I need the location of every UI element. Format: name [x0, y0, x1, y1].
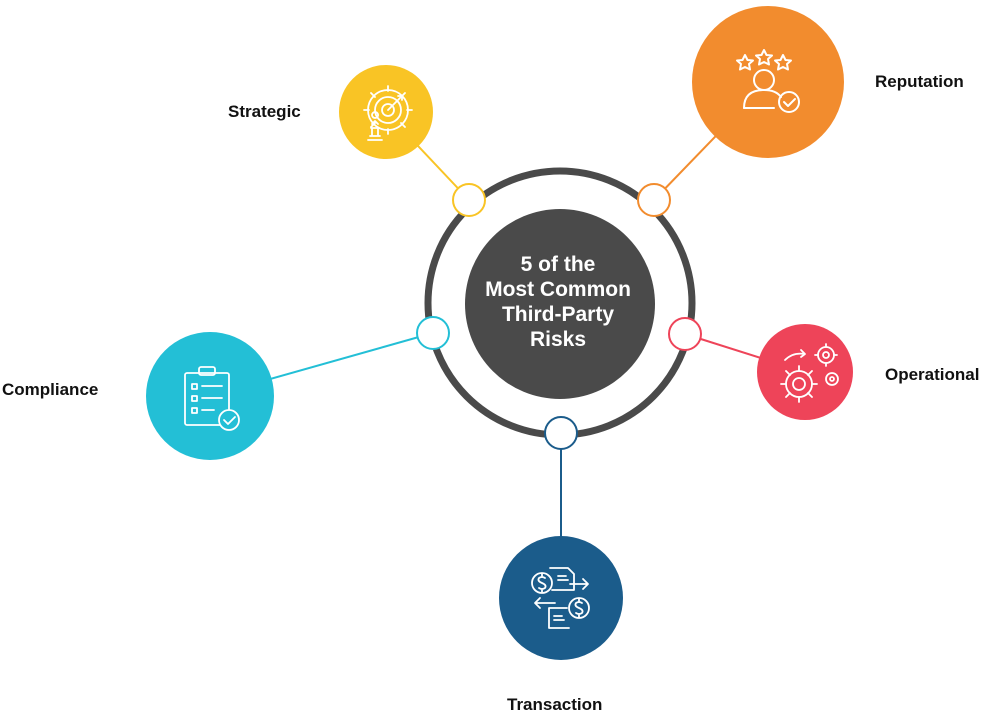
center-title: 5 of the Most Common Third-Party Risks — [468, 232, 648, 372]
label-strategic: Strategic — [228, 102, 301, 121]
center-title-line-1: 5 of the — [520, 253, 596, 276]
person-stars-check-icon — [736, 49, 800, 113]
gear-chess-target-icon — [363, 85, 413, 141]
connector-dot-transaction — [544, 416, 578, 450]
connector-dot-compliance — [416, 316, 450, 350]
center-hub — [465, 209, 655, 399]
center-title-line-4: Risks — [529, 328, 587, 351]
connector-dot-reputation — [637, 183, 671, 217]
node-compliance — [146, 332, 274, 460]
connector-dot-strategic — [452, 183, 486, 217]
clipboard-check-icon — [184, 366, 240, 431]
center-title-line-2: Most Common — [485, 278, 631, 301]
center-title-line-3: Third-Party — [501, 303, 614, 326]
label-reputation: Reputation — [875, 72, 964, 91]
label-operational: Operational — [885, 365, 980, 384]
money-exchange-icon — [531, 567, 590, 629]
node-operational — [757, 324, 853, 420]
label-compliance: Compliance — [2, 380, 99, 399]
connector-dot-operational — [668, 317, 702, 351]
node-transaction — [499, 536, 623, 660]
gears-icon — [780, 343, 839, 403]
label-transaction: Transaction — [507, 695, 603, 714]
node-reputation — [692, 6, 844, 158]
node-strategic — [339, 65, 433, 159]
